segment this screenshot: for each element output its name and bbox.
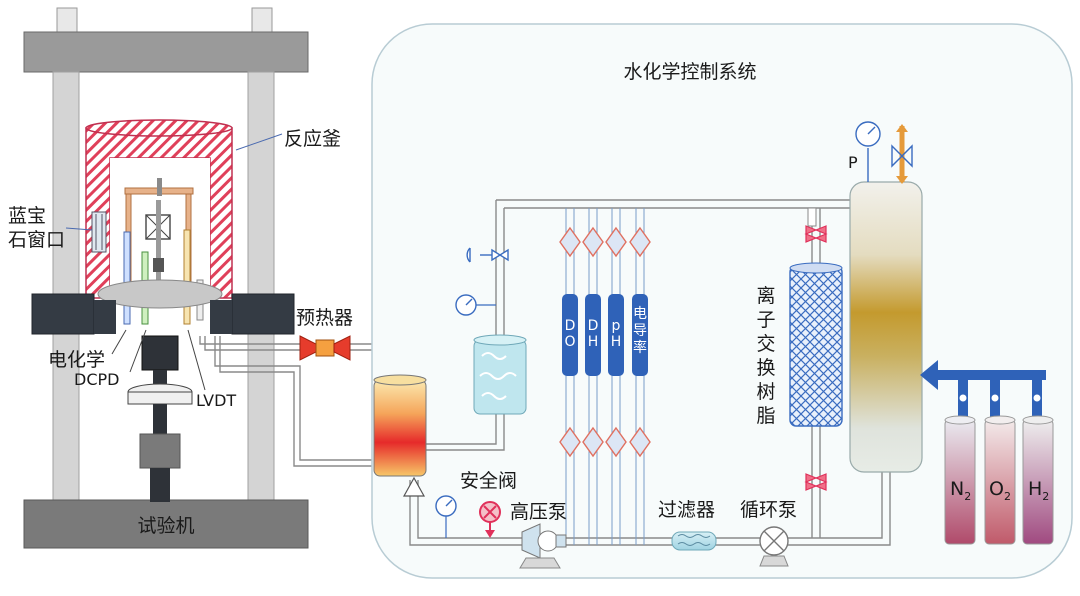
gas-cylinders <box>944 415 1054 545</box>
sensor-cond-c3: 率 <box>633 339 647 356</box>
loop-pipes <box>409 199 891 546</box>
heater-vessel <box>373 374 427 477</box>
ion-exchange-c3: 交 <box>756 333 775 355</box>
hp-pump-icon <box>519 523 567 569</box>
water-vessel <box>849 121 923 473</box>
gas-o2: O2 <box>989 478 1011 503</box>
sensor-do-c2: O <box>564 334 575 350</box>
filter-icon <box>671 531 717 551</box>
hp-pump-label: 高压泵 <box>510 501 567 523</box>
reactor-label: 反应釜 <box>284 128 341 150</box>
sensor-dh-c1: D <box>588 318 599 334</box>
circ-pump-icon <box>759 526 789 567</box>
sensor-do <box>562 294 578 376</box>
safety-valve-icon <box>479 501 501 538</box>
ion-exchange-c4: 换 <box>756 357 775 379</box>
ion-exchange-c1: 离 <box>756 285 775 307</box>
sensor-group: D O D H p H 电 导 率 <box>559 208 651 545</box>
ion-exchange-c5: 树 <box>756 381 775 403</box>
sensor-dh-c2: H <box>588 334 599 350</box>
safety-valve-label: 安全阀 <box>460 470 517 492</box>
preheater-label: 预热器 <box>296 307 353 329</box>
sensor-ph-c1: p <box>612 318 621 334</box>
ion-exchange-c6: 脂 <box>756 405 775 427</box>
sensor-conductivity <box>632 294 648 376</box>
sensor-cond-c2: 导 <box>633 323 647 339</box>
dcpd-label: DCPD <box>74 370 119 389</box>
sensor-ph-c2: H <box>611 334 622 350</box>
preheater <box>299 335 351 361</box>
branch-valve <box>466 247 509 263</box>
gas-n2: N2 <box>950 478 971 503</box>
gas-h2: H2 <box>1028 478 1049 503</box>
sensor-ph <box>608 294 624 376</box>
sapphire-window-label-line1: 蓝宝 <box>8 205 46 227</box>
branch-gauge-icon <box>455 294 496 316</box>
pressure-p-label: P <box>848 153 858 172</box>
electrochem-label: 电化学 <box>48 349 105 371</box>
exchanger-tank <box>473 334 527 415</box>
test-machine-label: 试验机 <box>137 515 194 537</box>
sensor-dh <box>585 294 601 376</box>
sensor-do-c1: D <box>565 318 576 334</box>
test-machine: 试验机 <box>23 7 309 549</box>
system-title: 水化学控制系统 <box>623 61 756 83</box>
ion-exchange-c2: 子 <box>756 309 775 331</box>
filter-label: 过滤器 <box>658 499 715 521</box>
gas-supply-manifold <box>920 360 1046 420</box>
sapphire-window-label-line2: 石窗口 <box>8 229 65 251</box>
circ-pump-label: 循环泵 <box>740 499 797 521</box>
lvdt-label: LVDT <box>196 391 236 410</box>
sensor-cond-c1: 电 <box>633 306 647 322</box>
bottom-gauge-icon <box>435 495 457 538</box>
ion-exchange-column <box>789 207 843 491</box>
